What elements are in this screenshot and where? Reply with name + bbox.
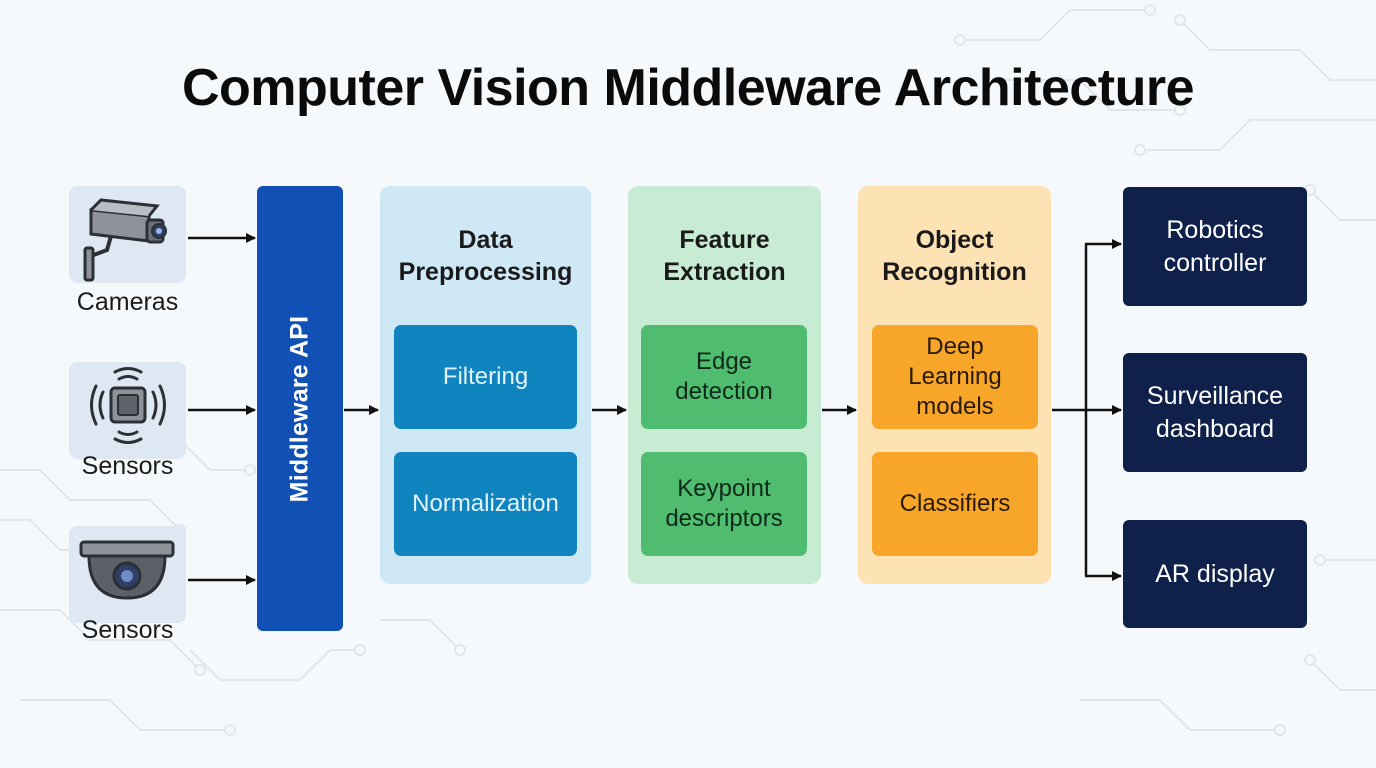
middleware-api-bar: Middleware API [257,186,343,631]
stage-title-line: Feature [679,226,770,254]
item-edge-detection: Edge detection [641,325,807,429]
output-surveillance-dashboard: Surveillance dashboard [1123,353,1307,472]
output-label: Surveillance [1146,381,1284,410]
stage-title-line: Extraction [663,258,786,286]
dome-camera-icon [79,540,175,600]
item-label: Normalization [412,490,559,517]
stage-title: Feature Extraction [628,224,821,288]
source-tile-sensors [69,362,186,459]
item-label: models [916,393,994,420]
output-robotics-controller: Robotics controller [1123,187,1307,306]
item-label: Keypoint [677,475,771,502]
stage-title: Data Preprocessing [380,224,591,288]
arrow-recognition-to-outputs-trunk [1052,244,1088,576]
stage-data-preprocessing: Data Preprocessing Filtering Normalizati… [380,186,591,584]
stage-feature-extraction: Feature Extraction Edge detection Keypoi… [628,186,821,584]
output-ar-display: AR display [1123,520,1307,628]
item-normalization: Normalization [394,452,577,556]
source-label-cameras: Cameras [76,288,179,316]
stage-title-line: Recognition [882,258,1027,286]
item-label: Classifiers [899,490,1011,517]
item-label: descriptors [665,505,783,532]
item-label: Edge [695,348,753,375]
source-tile-cameras [69,186,186,283]
stage-title-line: Preprocessing [398,258,573,286]
stage-title: Object Recognition [858,224,1051,288]
item-label: Filtering [442,363,529,390]
output-label: AR display [1155,559,1275,588]
source-tile-sensors-2 [69,526,186,623]
item-label: Deep [926,333,984,360]
item-filtering: Filtering [394,325,577,429]
output-label: controller [1163,248,1267,277]
page-title: Computer Vision Middleware Architecture [181,59,1195,117]
stage-object-recognition: Object Recognition Deep Learning models … [858,186,1051,584]
output-label: Robotics [1166,215,1264,244]
item-label: Learning [908,363,1002,390]
item-keypoint-descriptors: Keypoint descriptors [641,452,807,556]
item-classifiers: Classifiers [872,452,1038,556]
item-label: detection [675,378,773,405]
stage-title-line: Object [915,226,994,254]
sensor-signal-icon [90,367,166,444]
cctv-camera-icon [83,198,167,282]
source-label-sensors-2: Sensors [81,616,174,644]
stage-title-line: Data [458,226,513,254]
item-deep-learning-models: Deep Learning models [872,325,1038,429]
source-label-sensors: Sensors [81,452,174,480]
output-label: dashboard [1155,414,1275,443]
